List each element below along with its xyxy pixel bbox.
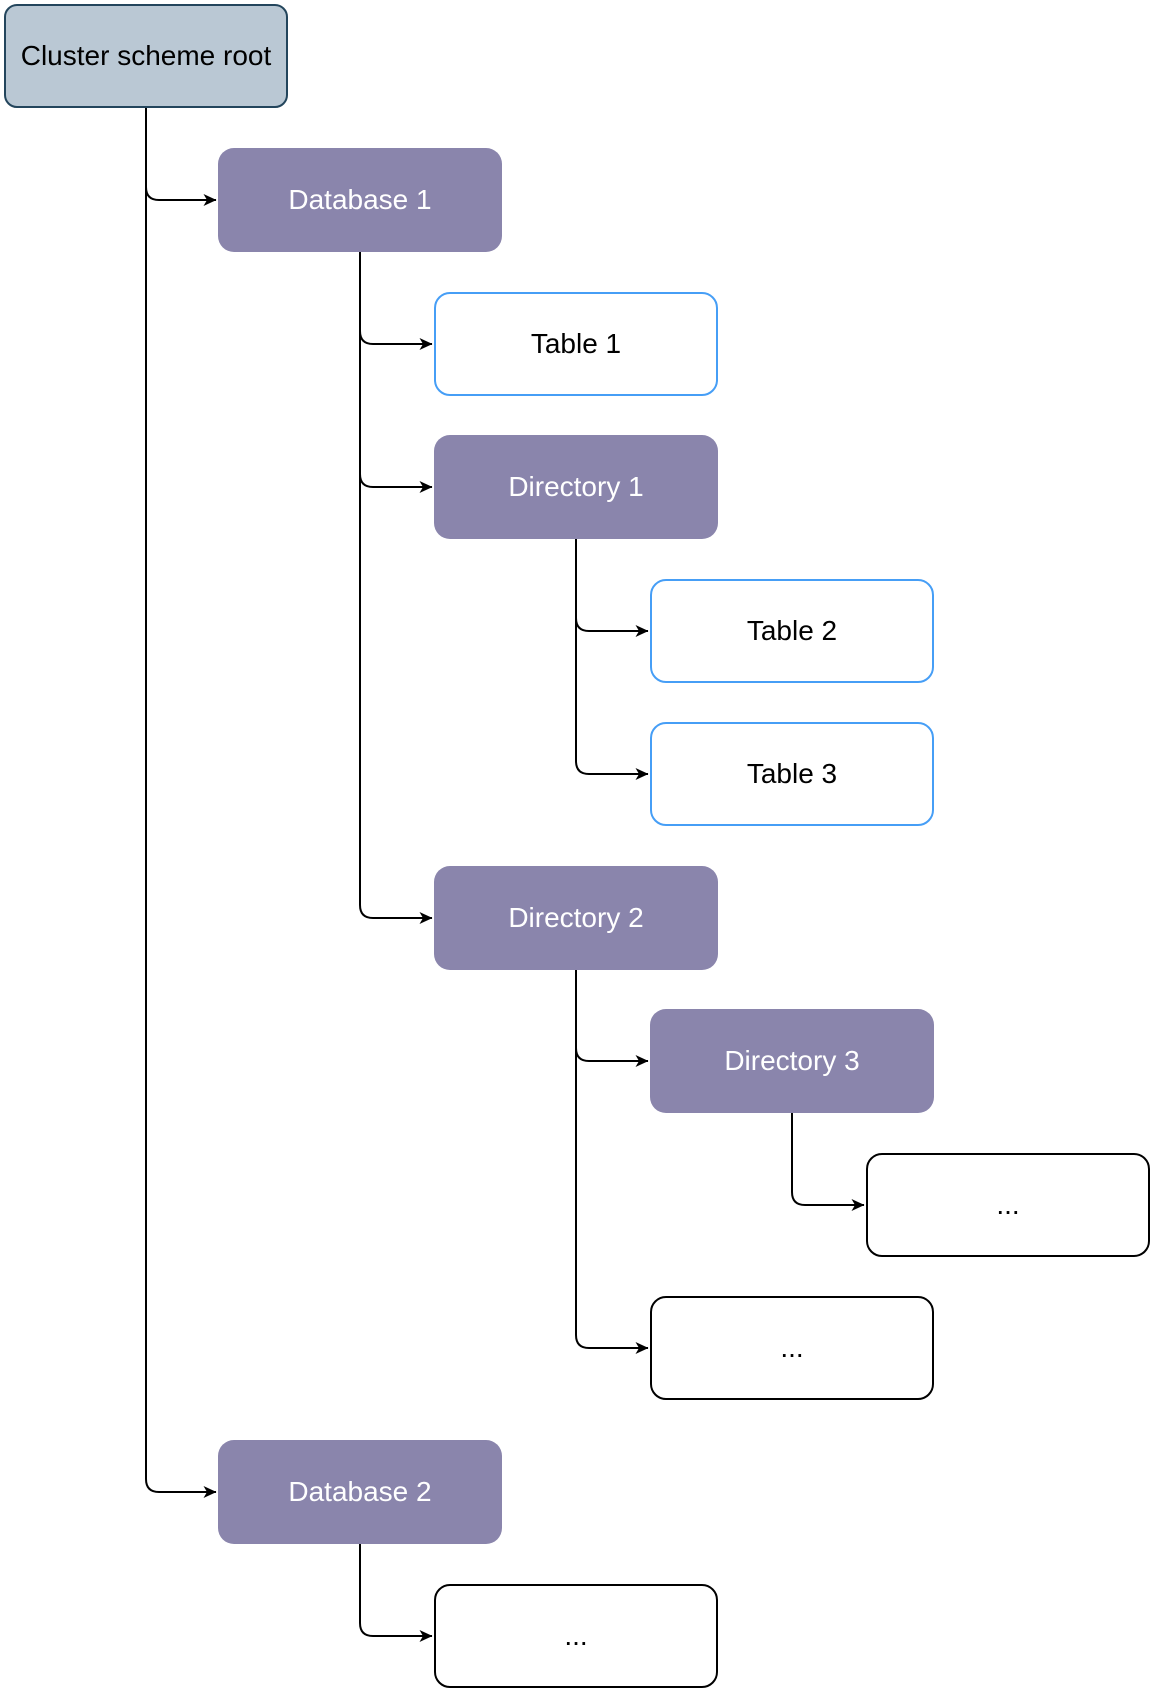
node-database-1: Database 1 (218, 148, 502, 252)
node-label: Table 3 (746, 758, 838, 790)
node-ellipsis-1: ... (866, 1153, 1150, 1257)
node-directory-3: Directory 3 (650, 1009, 934, 1113)
node-directory-2: Directory 2 (434, 866, 718, 970)
edge-db1-to-dir1 (359, 252, 433, 493)
node-label: Table 2 (746, 615, 838, 647)
node-ellipsis-3: ... (434, 1584, 718, 1688)
edge-dir2-to-dots2 (575, 970, 649, 1354)
node-label: Database 1 (288, 184, 432, 216)
edge-dir2-to-dir3 (575, 970, 649, 1067)
edge-db2-to-dots3 (359, 1544, 433, 1642)
node-label: Directory 1 (508, 471, 644, 503)
node-table-2: Table 2 (650, 579, 934, 683)
edge-root-to-db2 (145, 108, 217, 1498)
node-label: ... (564, 1620, 588, 1652)
edge-root-to-db1 (145, 108, 217, 206)
edge-dir1-to-table2 (575, 539, 649, 637)
node-directory-1: Directory 1 (434, 435, 718, 539)
node-label: Directory 3 (724, 1045, 860, 1077)
edge-db1-to-table1 (359, 252, 433, 350)
node-cluster-scheme-root: Cluster scheme root (4, 4, 288, 108)
node-label: ... (996, 1189, 1020, 1221)
node-database-2: Database 2 (218, 1440, 502, 1544)
edge-dir1-to-table3 (575, 539, 649, 780)
node-table-3: Table 3 (650, 722, 934, 826)
node-ellipsis-2: ... (650, 1296, 934, 1400)
node-table-1: Table 1 (434, 292, 718, 396)
node-label: Cluster scheme root (20, 40, 272, 72)
edge-db1-to-dir2 (359, 252, 433, 924)
node-label: ... (780, 1332, 804, 1364)
edge-dir3-to-dots1 (791, 1113, 865, 1211)
node-label: Directory 2 (508, 902, 644, 934)
node-label: Table 1 (530, 328, 622, 360)
node-label: Database 2 (288, 1476, 432, 1508)
